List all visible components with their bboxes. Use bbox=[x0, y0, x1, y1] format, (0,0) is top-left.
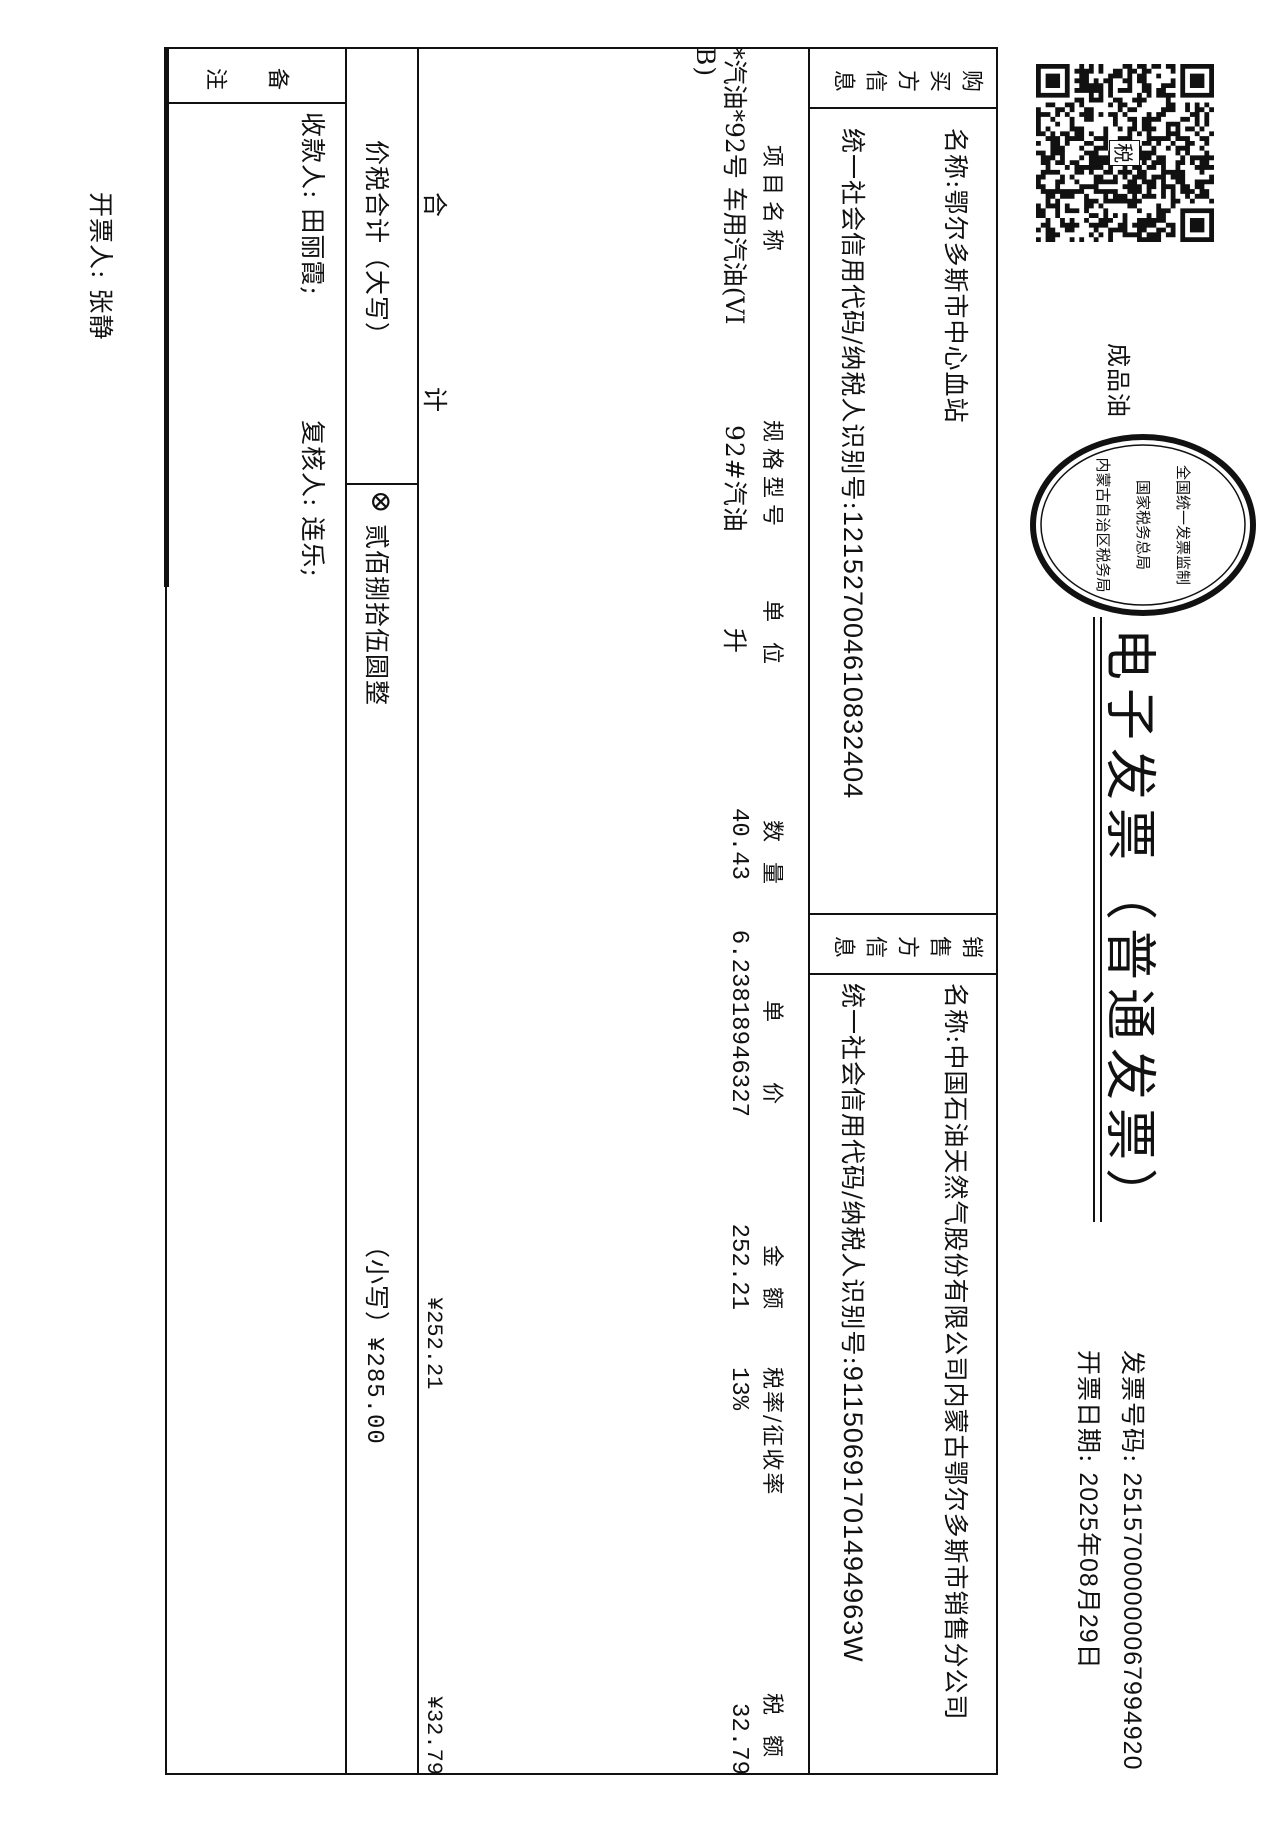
header-qty: 数量 bbox=[759, 820, 784, 905]
seller-name-value: 中国石油天然气股份有限公司内蒙古鄂尔多斯市销售分公司 bbox=[941, 1044, 970, 1721]
header-unit: 单位 bbox=[759, 600, 784, 685]
invoice-number-value: 25157000000067994920 bbox=[1118, 1472, 1146, 1771]
grand-total-divider bbox=[347, 483, 419, 485]
seal-middle-text: 国家税务总局 bbox=[1134, 480, 1152, 570]
payee: 收款人: 田丽霞; bbox=[298, 112, 327, 296]
item-amount: 252.21 bbox=[725, 1223, 752, 1310]
item-tax: 32.79 bbox=[725, 1702, 752, 1775]
header-spec: 规格型号 bbox=[759, 420, 784, 533]
reviewer: 复核人: 连乐; bbox=[298, 420, 327, 578]
item-name-line2: B) bbox=[691, 47, 720, 78]
seller-name: 名称:中国石油天然气股份有限公司内蒙古鄂尔多斯市销售分公司 bbox=[939, 983, 975, 1720]
buyer-name-value: 鄂尔多斯市中心血站 bbox=[941, 189, 970, 424]
title-underline bbox=[1093, 617, 1095, 1222]
issuer: 开票人: 张静 bbox=[86, 192, 115, 341]
seller-id-value: 91150691701494963W bbox=[838, 1365, 868, 1663]
table-bottom-thick-edge bbox=[164, 47, 169, 587]
qr-modules bbox=[1036, 64, 1214, 242]
buyer-id-label: 统一社会信用代码/纳税人识别号: bbox=[838, 128, 867, 511]
title-underline bbox=[1100, 617, 1102, 1222]
item-qty: 40.43 bbox=[725, 807, 752, 880]
header-amount: 金额 bbox=[759, 1245, 784, 1330]
qr-center-tax-icon: 税 bbox=[1109, 140, 1140, 166]
grand-total-lower-value: ¥285.00 bbox=[360, 1337, 387, 1445]
grand-total-label: 价税合计（大写） bbox=[362, 140, 391, 349]
buyer-label-divider bbox=[810, 107, 998, 109]
invoice-title: 电子发票（普通发票） bbox=[1099, 628, 1159, 1229]
header-tax: 税额 bbox=[759, 1693, 784, 1778]
buyer-id: 统一社会信用代码/纳税人识别号:121527004610832404 bbox=[836, 128, 872, 799]
header-item-name: 项目名称 bbox=[759, 145, 784, 258]
seller-name-label: 名称: bbox=[941, 983, 970, 1045]
invoice-date-value: 2025年08月29日 bbox=[1074, 1472, 1102, 1670]
total-amount: ¥252.21 bbox=[421, 1297, 446, 1390]
buyer-label: 购买方信息 bbox=[824, 66, 984, 91]
total-label: 合 计 bbox=[420, 192, 449, 453]
buyer-name-label: 名称: bbox=[941, 128, 970, 190]
invoice-date-label: 开票日期: bbox=[1074, 1350, 1103, 1464]
item-unit: 升 bbox=[720, 628, 749, 655]
grand-total-lower: （小写）¥285.00 bbox=[360, 1233, 396, 1445]
invoice-date: 开票日期: 2025年08月29日 bbox=[1072, 1350, 1108, 1670]
total-tax: ¥32.79 bbox=[421, 1695, 446, 1775]
invoice-table bbox=[165, 47, 998, 1775]
invoice-number: 发票号码: 25157000000067994920 bbox=[1116, 1350, 1152, 1770]
item-rate: 13% bbox=[725, 1367, 752, 1411]
header-rate: 税率/征收率 bbox=[759, 1367, 784, 1497]
seal-top-text: 全国统一发票监制 bbox=[1174, 465, 1192, 585]
seal-bottom-text: 内蒙古自治区税务局 bbox=[1094, 457, 1112, 592]
buyer-id-value: 121527004610832404 bbox=[838, 510, 868, 800]
item-spec: 92#汽油 bbox=[720, 425, 749, 533]
qr-code bbox=[1036, 64, 1214, 242]
invoice-category: 成品油 bbox=[1104, 343, 1132, 418]
remarks-label: 备注 bbox=[166, 64, 290, 89]
seller-label-divider bbox=[810, 973, 998, 975]
remarks-label-divider bbox=[167, 102, 347, 104]
cancel-circle-icon: ⊗ bbox=[365, 490, 398, 514]
seller-label: 销售方信息 bbox=[824, 932, 984, 957]
seller-id-label: 统一社会信用代码/纳税人识别号: bbox=[838, 983, 867, 1366]
grand-total-upper: 贰佰捌拾伍圆整 bbox=[362, 524, 391, 707]
seller-id: 统一社会信用代码/纳税人识别号:91150691701494963W bbox=[836, 983, 872, 1663]
party-divider bbox=[810, 913, 998, 915]
grand-total-lower-label: （小写） bbox=[362, 1233, 391, 1338]
divider-grand-total bbox=[345, 47, 347, 1775]
header-price: 单价 bbox=[759, 1000, 784, 1165]
item-name-line1: *汽油*92号 车用汽油(VI bbox=[720, 47, 749, 325]
item-price: 6.23818946327 bbox=[725, 929, 752, 1117]
buyer-name: 名称:鄂尔多斯市中心血站 bbox=[939, 128, 975, 423]
divider-parties bbox=[808, 47, 810, 1775]
invoice-number-label: 发票号码: bbox=[1118, 1350, 1147, 1464]
tax-seal: 全国统一发票监制 国家税务总局 内蒙古自治区税务局 bbox=[1030, 434, 1256, 616]
